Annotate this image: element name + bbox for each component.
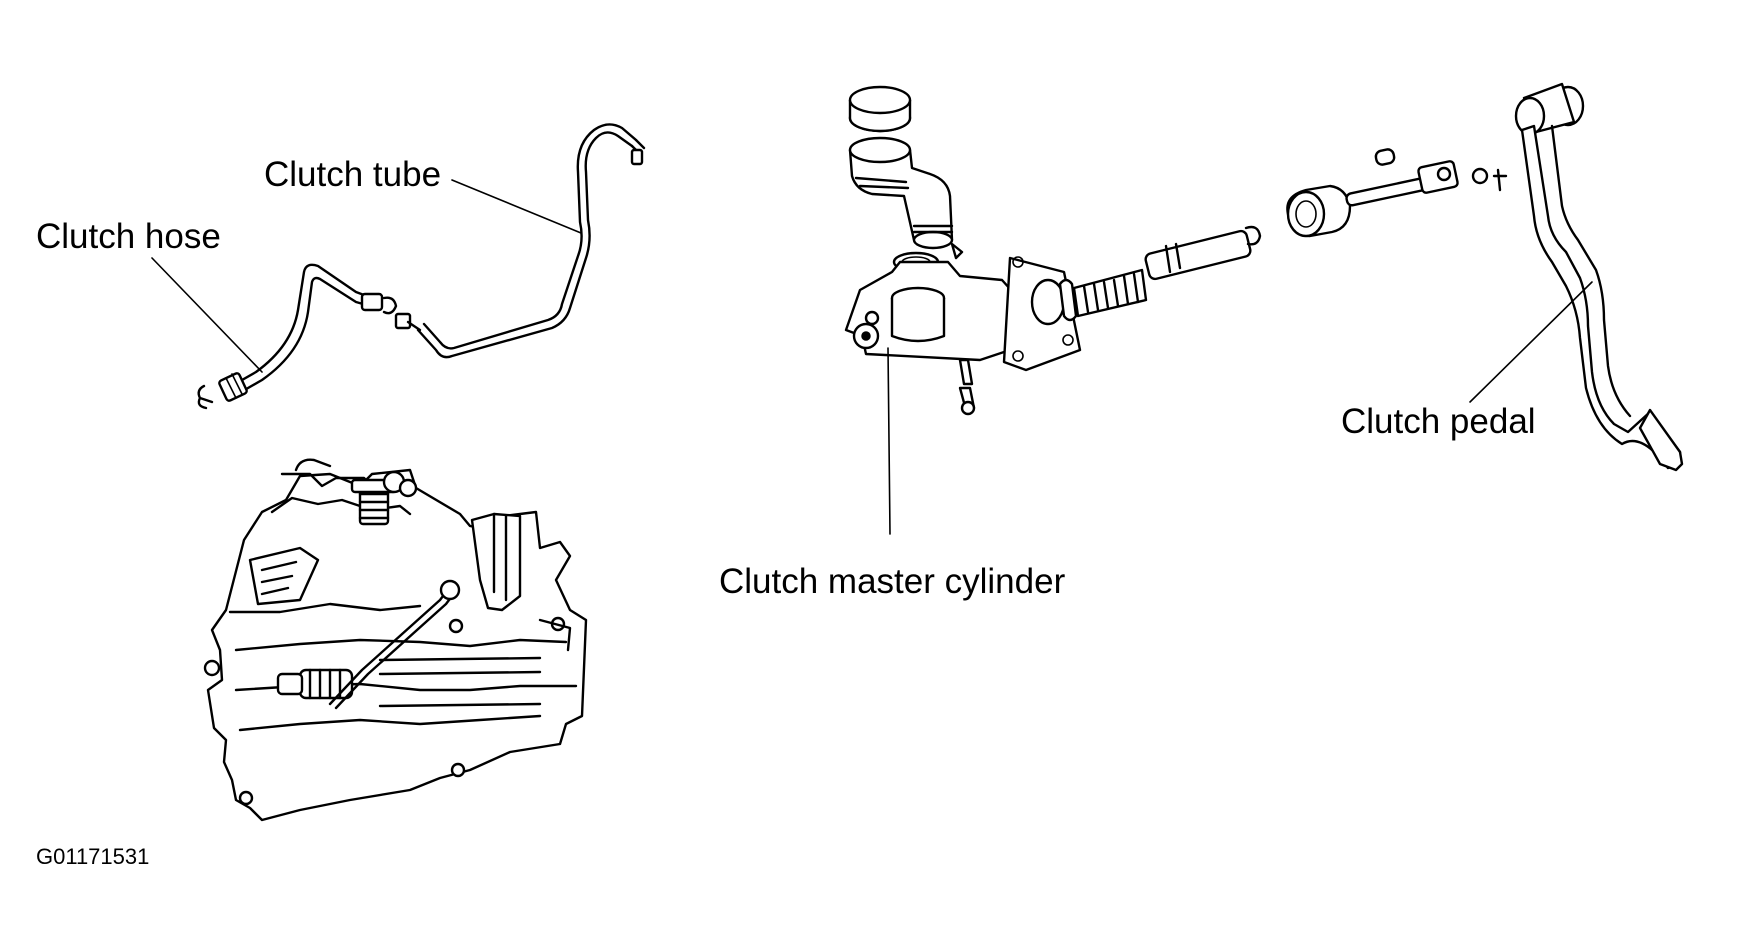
leader-clutch-master-cylinder xyxy=(887,347,891,535)
leader-clutch-hose xyxy=(151,257,263,373)
clutch-hose-and-tube xyxy=(197,123,646,410)
transmission-illustration xyxy=(203,458,588,822)
label-clutch-master-cylinder: Clutch master cylinder xyxy=(719,562,1066,601)
clutch-pedal-illustration xyxy=(1514,82,1684,472)
label-clutch-tube: Clutch tube xyxy=(264,155,442,194)
label-clutch-hose: Clutch hose xyxy=(36,217,221,256)
label-clutch-pedal: Clutch pedal xyxy=(1341,402,1536,441)
leader-clutch-pedal xyxy=(1469,281,1593,403)
leader-clutch-tube xyxy=(451,179,582,234)
master-cylinder-illustration xyxy=(844,85,1508,416)
figure-code: G01171531 xyxy=(36,844,150,869)
